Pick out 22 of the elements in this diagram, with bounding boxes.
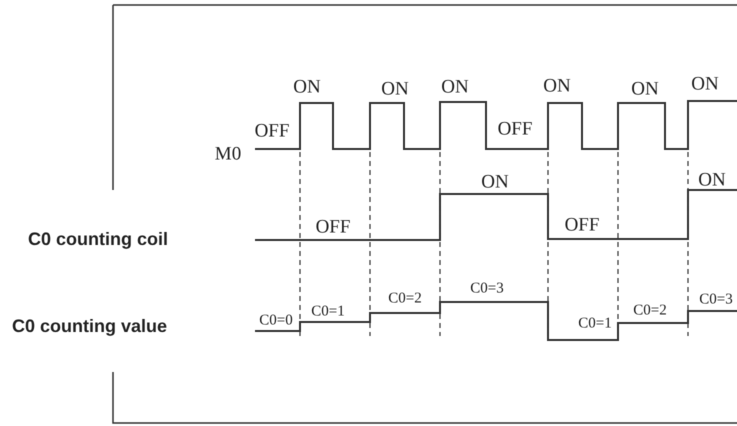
- state-label: OFF: [564, 216, 600, 234]
- state-label: ON: [691, 74, 719, 94]
- signal-name: M0: [214, 144, 242, 164]
- signal-name: C0 counting value: [12, 317, 168, 335]
- state-label: OFF: [498, 120, 532, 138]
- state-label: ON: [631, 80, 659, 98]
- count-value-label: C0=3: [470, 282, 504, 296]
- count-value-label: C0=2: [633, 304, 667, 318]
- state-label: ON: [441, 78, 469, 96]
- state-label: ON: [698, 170, 726, 190]
- count-value-label: C0=3: [699, 292, 733, 308]
- state-label: OFF: [316, 218, 350, 236]
- count-value-label: C0=1: [311, 304, 345, 320]
- signal-name: C0 counting coil: [28, 230, 168, 248]
- state-label: ON: [293, 78, 321, 96]
- state-label: ON: [481, 172, 509, 192]
- state-label: ON: [543, 76, 571, 96]
- count-value-label: C0=1: [578, 316, 612, 332]
- state-label: ON: [381, 80, 409, 98]
- state-label: OFF: [254, 122, 290, 140]
- count-value-label: C0=0: [259, 314, 293, 328]
- count-value-label: C0=2: [388, 292, 422, 306]
